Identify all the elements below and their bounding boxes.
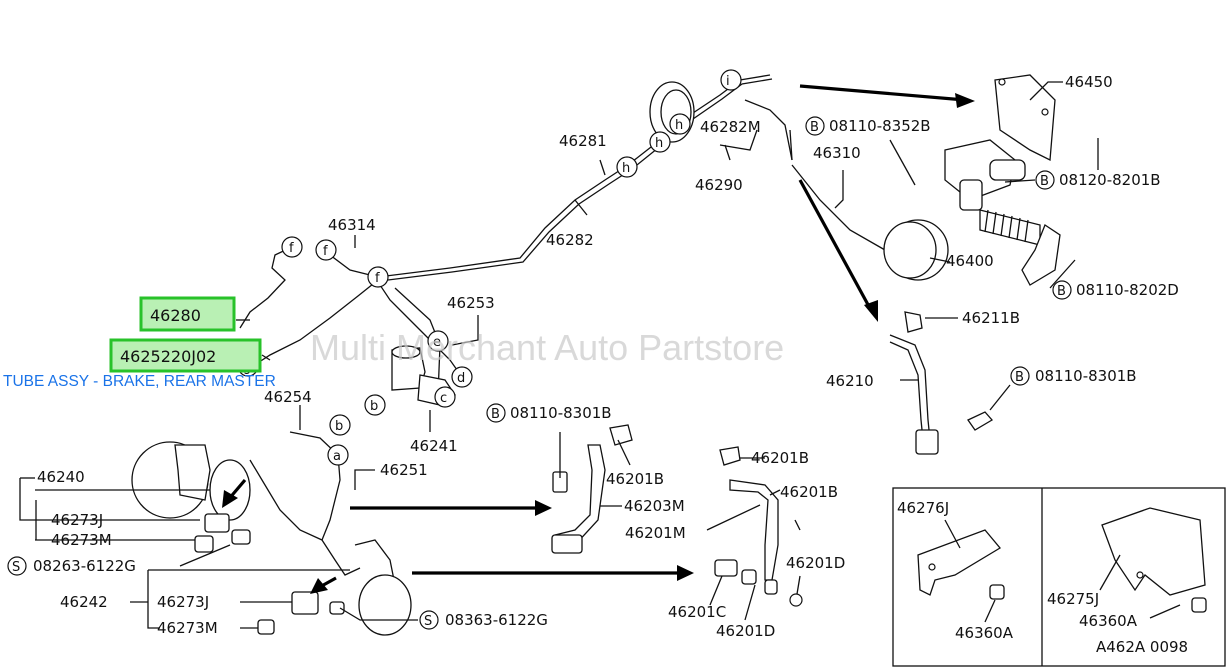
highlight-box-part-code[interactable] xyxy=(109,338,262,373)
joint-markers: i h h h f f f e d c b b a g xyxy=(237,69,742,466)
highlight-part-no[interactable]: 46280 xyxy=(150,306,201,325)
label-46201B-1: 46201B xyxy=(606,470,664,488)
joint-f-2: f xyxy=(323,244,328,259)
label-46273J-2: 46273J xyxy=(157,593,209,611)
label-46282: 46282 xyxy=(546,231,594,249)
highlighted-part[interactable]: 46280 4625220J02 xyxy=(109,296,262,373)
label-46211B: 46211B xyxy=(962,309,1020,327)
label-46273J-1: 46273J xyxy=(51,511,103,529)
joint-h-2: h xyxy=(655,136,663,151)
highlight-part-code[interactable]: 4625220J02 xyxy=(120,347,216,366)
leader-lines xyxy=(19,81,1099,629)
label-08110-8301B-mid: 08110-8301B xyxy=(510,404,612,422)
label-46201B-2: 46201B xyxy=(751,449,809,467)
label-08110-8202D: 08110-8202D xyxy=(1076,281,1179,299)
label-08363-6122G: 08363-6122G xyxy=(445,611,548,629)
part-number-labels: 46450 08110-8352B 46282M 46281 46310 081… xyxy=(33,73,1188,656)
label-46450: 46450 xyxy=(1065,73,1113,91)
bolt-mark-b-3: B xyxy=(1057,284,1066,299)
label-46201D-1: 46201D xyxy=(786,554,845,572)
label-46273M-1: 46273M xyxy=(51,531,112,549)
label-46253: 46253 xyxy=(447,294,495,312)
label-08110-8301B-rear: 08110-8301B xyxy=(1035,367,1137,385)
label-46281: 46281 xyxy=(559,132,607,150)
bolt-markers: B B B B B S S xyxy=(7,116,1072,630)
label-08110-8352B: 08110-8352B xyxy=(829,117,931,135)
direction-arrows xyxy=(222,84,975,594)
label-46242: 46242 xyxy=(60,593,108,611)
label-46282M: 46282M xyxy=(700,118,761,136)
label-46273M-2: 46273M xyxy=(157,619,218,637)
joint-i: i xyxy=(726,74,730,89)
joint-f-1: f xyxy=(289,241,294,256)
brake-components xyxy=(131,74,1061,636)
joint-h-3: h xyxy=(622,161,630,176)
label-46251: 46251 xyxy=(380,461,428,479)
bolt-mark-b-2: B xyxy=(1040,174,1049,189)
bolt-mark-b-5: B xyxy=(491,407,500,422)
label-46254: 46254 xyxy=(264,388,312,406)
joint-e: e xyxy=(433,335,441,350)
part-caption[interactable]: TUBE ASSY - BRAKE, REAR MASTER xyxy=(3,373,276,390)
inset-panel xyxy=(892,487,1226,667)
bolt-mark-b-4: B xyxy=(1015,370,1024,385)
label-46314: 46314 xyxy=(328,216,376,234)
label-46360A-2: 46360A xyxy=(1079,612,1138,630)
label-46310: 46310 xyxy=(813,144,861,162)
highlight-box-part-no[interactable] xyxy=(139,296,236,332)
label-46290: 46290 xyxy=(695,176,743,194)
label-46241: 46241 xyxy=(410,437,458,455)
label-08120-8201B: 08120-8201B xyxy=(1059,171,1161,189)
label-46201C: 46201C xyxy=(668,603,726,621)
label-46240: 46240 xyxy=(37,468,85,486)
joint-h-1: h xyxy=(675,118,683,133)
joint-b-2: b xyxy=(335,419,343,434)
watermark-text: Multi Merchant Auto Partstore xyxy=(310,327,784,368)
bolt-mark-b-1: B xyxy=(810,120,819,135)
label-46201B-3: 46201B xyxy=(780,483,838,501)
joint-f-3: f xyxy=(375,271,380,286)
label-08263-6122G: 08263-6122G xyxy=(33,557,136,575)
joint-d: d xyxy=(457,371,465,386)
label-46275J: 46275J xyxy=(1047,590,1099,608)
label-46400: 46400 xyxy=(946,252,994,270)
label-46210: 46210 xyxy=(826,372,874,390)
label-46203M: 46203M xyxy=(624,497,685,515)
label-46201M: 46201M xyxy=(625,524,686,542)
brake-tube-lines xyxy=(239,74,931,586)
joint-c: c xyxy=(440,391,447,406)
label-46276J: 46276J xyxy=(897,499,949,517)
joint-b-1: b xyxy=(370,399,378,414)
bolt-mark-s-2: S xyxy=(424,614,432,629)
label-46201D-2: 46201D xyxy=(716,622,775,640)
label-46360A-1: 46360A xyxy=(955,624,1014,642)
diagram-code: A462A 0098 xyxy=(1096,638,1188,656)
joint-a: a xyxy=(333,449,341,464)
bolt-mark-s-1: S xyxy=(12,560,20,575)
